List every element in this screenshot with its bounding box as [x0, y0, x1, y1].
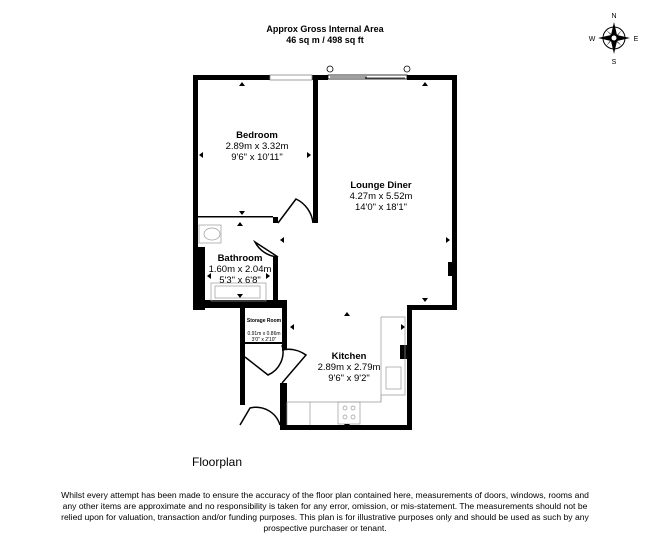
room-metric: 4.27m x 5.52m — [350, 191, 413, 202]
compass-n: N — [611, 13, 616, 20]
walls — [193, 75, 457, 430]
compass-rose-icon: N E W S — [589, 13, 639, 66]
room-bathroom: Bathroom 1.60m x 2.04m 5'3" x 6'8" — [209, 253, 272, 286]
windows-doors — [239, 65, 411, 426]
room-metric: 2.89m x 3.32m — [226, 141, 289, 152]
disclaimer: Whilst every attempt has been made to en… — [61, 490, 589, 533]
fixtures — [198, 224, 406, 425]
compass-w: W — [589, 36, 596, 43]
room-metric: 0.91m x 0.86m — [247, 331, 280, 337]
room-name: Storage Room — [247, 318, 282, 324]
room-name: Lounge Diner — [350, 180, 412, 191]
room-storage: Storage Room 0.91m x 0.86m 3'0" x 2'10" — [247, 318, 282, 343]
room-imperial: 9'6" x 10'11" — [231, 152, 282, 163]
room-name: Bathroom — [218, 253, 263, 264]
area-title: Approx Gross Internal Area — [266, 24, 384, 34]
area-value: 46 sq m / 498 sq ft — [286, 35, 364, 45]
room-metric: 2.89m x 2.79m — [318, 362, 381, 373]
room-metric: 1.60m x 2.04m — [209, 264, 272, 275]
compass-e: E — [634, 36, 639, 43]
room-lounge-diner: Lounge Diner 4.27m x 5.52m 14'0" x 18'1" — [350, 180, 413, 213]
room-kitchen: Kitchen 2.89m x 2.79m 9'6" x 9'2" — [318, 351, 381, 384]
room-imperial: 3'0" x 2'10" — [252, 337, 277, 343]
compass-s: S — [612, 59, 617, 66]
room-imperial: 14'0" x 18'1" — [355, 202, 407, 213]
room-name: Bedroom — [236, 130, 278, 141]
floorplan-label: Floorplan — [192, 455, 243, 469]
dimension-markers — [199, 82, 450, 428]
room-imperial: 5'3" x 6'8" — [219, 275, 261, 286]
room-bedroom: Bedroom 2.89m x 3.32m 9'6" x 10'11" — [226, 130, 289, 163]
room-imperial: 9'6" x 9'2" — [328, 373, 370, 384]
room-name: Kitchen — [332, 351, 367, 362]
